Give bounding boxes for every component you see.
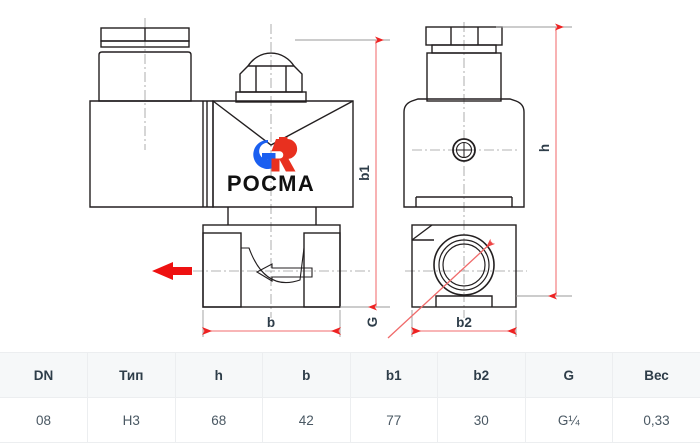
drawing-area: РОСМА xyxy=(0,0,700,352)
coil-housing-left xyxy=(90,101,213,207)
table-header-g: G xyxy=(525,353,613,398)
table-header-b: b xyxy=(263,353,351,398)
table-header-row: DN Тип h b b1 b2 G Вес xyxy=(0,353,700,398)
specification-table: DN Тип h b b1 b2 G Вес 08 Н3 68 42 77 30… xyxy=(0,352,700,443)
table-head: DN Тип h b b1 b2 G Вес xyxy=(0,353,700,398)
table-body: 08 Н3 68 42 77 30 G¼ 0,33 xyxy=(0,398,700,443)
centerlines-side-view xyxy=(405,22,527,318)
solenoid-valve-technical-drawing: РОСМА xyxy=(0,0,700,352)
cell-b2: 30 xyxy=(438,398,526,443)
table-row: 08 Н3 68 42 77 30 G¼ 0,33 xyxy=(0,398,700,443)
dimension-G: G xyxy=(365,242,492,338)
cell-h: 68 xyxy=(175,398,263,443)
table-header-b1: b1 xyxy=(350,353,438,398)
valve-body-front xyxy=(203,207,340,307)
cell-dn: 08 xyxy=(0,398,88,443)
rosma-logo-text: РОСМА xyxy=(227,171,315,196)
dimension-label-b1: b1 xyxy=(357,165,372,181)
dimension-b: b xyxy=(203,315,340,331)
table-header-b2: b2 xyxy=(438,353,526,398)
table-header-tip: Тип xyxy=(88,353,176,398)
flow-direction-arrow xyxy=(152,262,192,280)
cell-b1: 77 xyxy=(350,398,438,443)
table-header-h: h xyxy=(175,353,263,398)
cell-ves: 0,33 xyxy=(613,398,700,443)
dimension-h: h xyxy=(537,27,556,296)
dimension-b2: b2 xyxy=(412,315,516,331)
dimension-label-b: b xyxy=(267,315,275,330)
table-header-dn: DN xyxy=(0,353,88,398)
dimension-label-G: G xyxy=(365,317,380,328)
cell-tip: Н3 xyxy=(88,398,176,443)
dimension-label-h: h xyxy=(537,144,552,152)
coil-center-screw xyxy=(453,139,475,161)
dimension-b1: b1 xyxy=(357,40,376,307)
cell-g: G¼ xyxy=(525,398,613,443)
cell-b: 42 xyxy=(263,398,351,443)
table-header-ves: Вес xyxy=(613,353,700,398)
dimension-label-b2: b2 xyxy=(456,315,472,330)
front-view xyxy=(90,28,353,307)
